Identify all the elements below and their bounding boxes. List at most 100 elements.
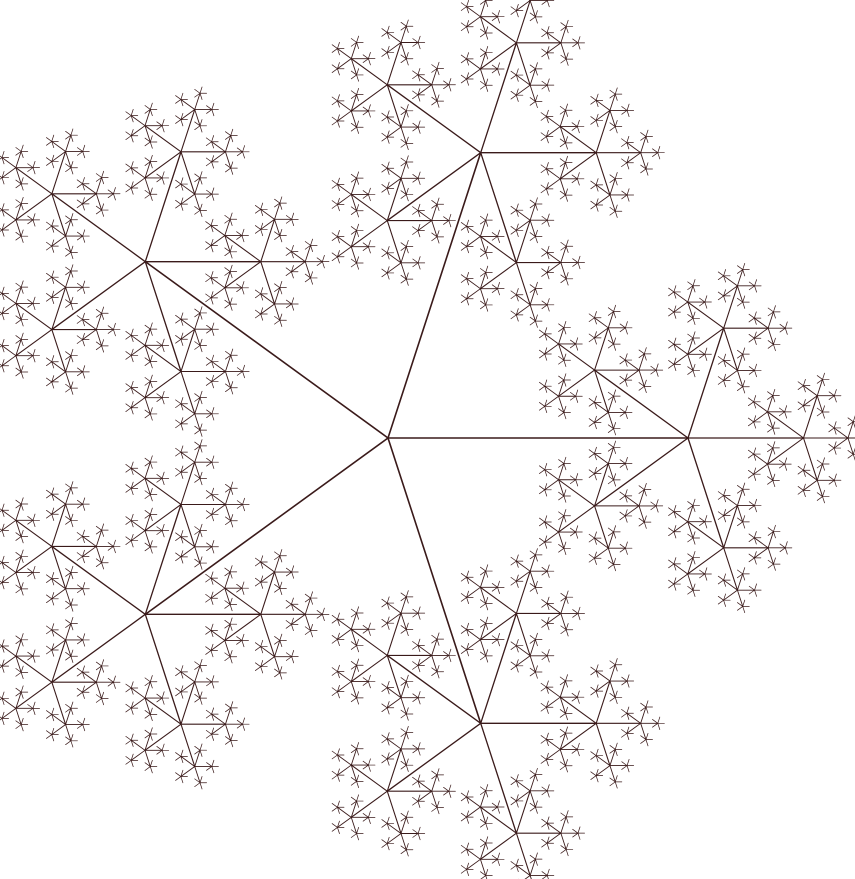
branch-level-5 bbox=[558, 495, 565, 501]
branch-level-5 bbox=[236, 231, 243, 236]
branch-level-5 bbox=[797, 489, 804, 495]
branch-level-5 bbox=[558, 323, 565, 329]
branch-level-5 bbox=[107, 542, 114, 547]
branch-level-5 bbox=[70, 565, 74, 573]
branch-level-5 bbox=[510, 556, 517, 562]
branch-level-4 bbox=[210, 587, 226, 599]
branch-level-5 bbox=[386, 732, 390, 740]
branch-level-5 bbox=[144, 161, 151, 166]
branch-level-5 bbox=[260, 208, 264, 216]
branch-level-3 bbox=[515, 0, 531, 44]
branch-level-5 bbox=[46, 489, 53, 495]
branch-level-5 bbox=[211, 507, 215, 515]
branch-level-5 bbox=[0, 229, 3, 232]
branch-level-5 bbox=[274, 584, 281, 589]
branch-level-5 bbox=[199, 177, 203, 185]
branch-level-3 bbox=[15, 545, 53, 574]
branch-level-5 bbox=[546, 188, 549, 196]
branch-level-5 bbox=[668, 531, 675, 537]
branch-level-4 bbox=[65, 235, 72, 253]
branch-level-5 bbox=[737, 269, 744, 274]
branch-level-5 bbox=[206, 193, 213, 199]
branch-level-4 bbox=[144, 461, 151, 479]
branch-level-5 bbox=[535, 94, 538, 102]
branch-level-5 bbox=[748, 313, 755, 319]
branch-level-5 bbox=[368, 816, 371, 824]
branch-level-5 bbox=[529, 770, 536, 775]
branch-level-5 bbox=[625, 405, 628, 413]
branch-level-4 bbox=[479, 52, 487, 70]
branch-level-5 bbox=[304, 597, 311, 603]
branch-level-5 bbox=[1, 150, 5, 158]
branch-level-4 bbox=[386, 177, 402, 189]
branch-level-5 bbox=[194, 210, 201, 215]
branch-level-5 bbox=[65, 487, 72, 493]
branch-level-5 bbox=[15, 635, 22, 641]
branch-level-5 bbox=[621, 712, 628, 718]
branch-level-5 bbox=[466, 225, 469, 233]
branch-level-5 bbox=[224, 623, 231, 629]
branch-level-5 bbox=[161, 530, 165, 538]
branch-level-5 bbox=[1, 171, 5, 179]
branch-level-5 bbox=[576, 749, 580, 757]
branch-level-4 bbox=[51, 361, 67, 373]
branch-level-4 bbox=[130, 520, 146, 532]
branch-level-4 bbox=[194, 109, 201, 127]
branch-level-5 bbox=[211, 461, 215, 469]
branch-level-4 bbox=[638, 489, 645, 507]
branch-level-5 bbox=[466, 816, 469, 824]
branch-level-5 bbox=[194, 89, 201, 94]
branch-level-5 bbox=[242, 717, 245, 725]
branch-level-5 bbox=[565, 136, 568, 144]
branch-level-5 bbox=[15, 183, 22, 189]
branch-level-5 bbox=[529, 12, 536, 18]
branch-level-4 bbox=[767, 311, 774, 329]
branch-level-4 bbox=[736, 285, 744, 303]
branch-level-5 bbox=[515, 665, 519, 673]
branch-level-4 bbox=[130, 467, 146, 479]
branch-level-5 bbox=[417, 68, 421, 76]
branch-level-5 bbox=[199, 523, 203, 531]
branch-level-5 bbox=[485, 246, 489, 254]
branch-level-4 bbox=[400, 42, 407, 60]
branch-level-5 bbox=[652, 719, 659, 724]
branch-level-5 bbox=[668, 363, 675, 369]
branch-level-5 bbox=[386, 602, 390, 610]
branch-level-5 bbox=[274, 231, 281, 237]
branch-level-4 bbox=[1, 655, 17, 667]
branch-level-5 bbox=[544, 399, 548, 407]
branch-level-5 bbox=[279, 549, 283, 557]
branch-level-5 bbox=[194, 697, 201, 703]
branch-level-4 bbox=[736, 505, 744, 523]
branch-level-5 bbox=[510, 665, 517, 671]
branch-level-4 bbox=[290, 613, 306, 625]
branch-level-4 bbox=[626, 712, 642, 724]
branch-level-5 bbox=[668, 559, 675, 565]
branch-level-5 bbox=[381, 819, 388, 824]
branch-level-5 bbox=[32, 355, 36, 363]
branch-level-4 bbox=[260, 561, 275, 573]
branch-level-3 bbox=[723, 505, 738, 549]
branch-level-5 bbox=[748, 366, 755, 371]
branch-level-4 bbox=[753, 317, 769, 329]
branch-level-5 bbox=[101, 209, 105, 217]
branch-level-5 bbox=[539, 521, 546, 527]
branch-level-5 bbox=[331, 638, 338, 644]
branch-level-5 bbox=[381, 703, 388, 709]
branch-level-5 bbox=[65, 270, 72, 276]
branch-level-4 bbox=[559, 109, 566, 127]
branch-level-5 bbox=[692, 551, 696, 559]
branch-level-5 bbox=[480, 655, 487, 661]
branch-level-5 bbox=[180, 417, 184, 425]
branch-level-5 bbox=[27, 219, 34, 225]
branch-level-5 bbox=[82, 319, 85, 327]
branch-level-5 bbox=[742, 262, 746, 270]
branch-level-5 bbox=[211, 540, 215, 548]
branch-level-5 bbox=[588, 333, 595, 339]
branch-level-5 bbox=[230, 135, 234, 143]
branch-level-4 bbox=[260, 293, 275, 305]
branch-level-5 bbox=[331, 96, 338, 102]
branch-level-4 bbox=[624, 369, 640, 381]
branch-level-5 bbox=[156, 393, 163, 399]
branch-level-4 bbox=[144, 697, 151, 715]
